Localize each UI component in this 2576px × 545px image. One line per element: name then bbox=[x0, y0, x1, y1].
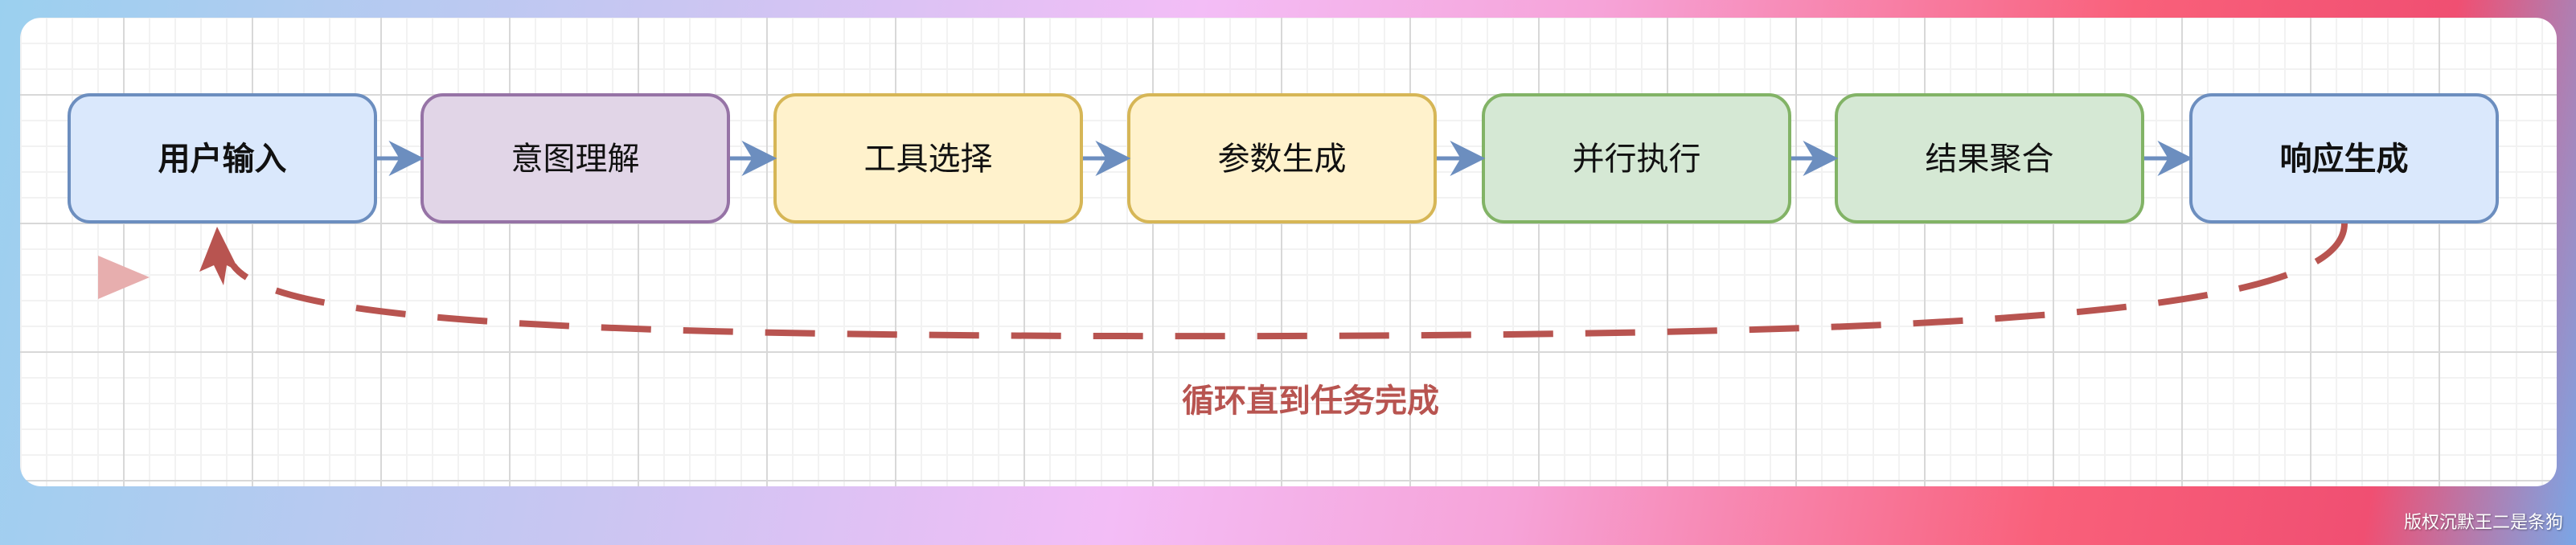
step-label: 用户输入 bbox=[158, 141, 287, 178]
step-box-shape bbox=[68, 93, 377, 223]
step-label: 参数生成 bbox=[1218, 141, 1347, 178]
step-label: 响应生成 bbox=[2280, 141, 2409, 178]
step-box-2: 意图理解 bbox=[420, 93, 730, 223]
loop-label: 循环直到任务完成 bbox=[1182, 383, 1439, 420]
step-box-5: 并行执行 bbox=[1482, 93, 1791, 223]
step-box-7: 响应生成 bbox=[2189, 93, 2499, 223]
step-box-1: 用户输入 bbox=[68, 93, 377, 223]
loop-arrowhead-icon bbox=[199, 227, 240, 285]
step-box-3: 工具选择 bbox=[773, 93, 1083, 223]
loop-back-dashed-arrow bbox=[230, 223, 2348, 340]
step-box-6: 结果聚合 bbox=[1835, 93, 2144, 223]
step-label: 工具选择 bbox=[864, 141, 993, 178]
step-label: 结果聚合 bbox=[1926, 141, 2054, 178]
watermark: 版权沉默王二是条狗 bbox=[2403, 513, 2563, 533]
step-box-4: 参数生成 bbox=[1127, 93, 1437, 223]
step-label: 意图理解 bbox=[511, 141, 640, 178]
step-label: 并行执行 bbox=[1573, 141, 1701, 178]
play-triangle-icon bbox=[98, 256, 150, 299]
